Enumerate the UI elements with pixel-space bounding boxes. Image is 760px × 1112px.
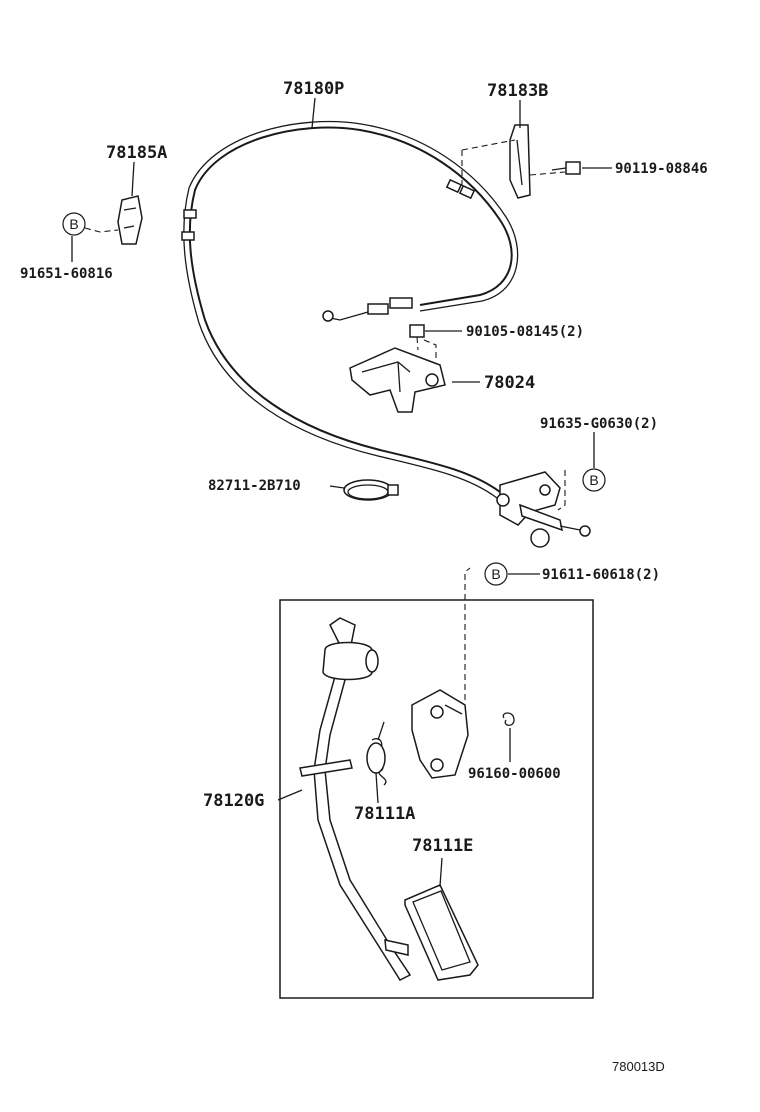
marker-b-pedal: B <box>484 562 508 586</box>
marker-b-left: B <box>62 212 86 236</box>
label-78111E: 78111E <box>412 836 473 856</box>
label-91635-G0630: 91635-G0630(2) <box>540 416 658 432</box>
marker-b-right: B <box>582 468 606 492</box>
bolt-90105 <box>409 324 437 358</box>
leader-lines <box>71 97 612 887</box>
svg-text:B: B <box>589 472 598 488</box>
bolt-90119 <box>551 161 581 175</box>
diagram-code: 780013D <box>612 1059 665 1074</box>
label-78183B: 78183B <box>487 81 548 101</box>
bracket-78183B <box>461 124 566 199</box>
svg-text:B: B <box>491 566 500 582</box>
bracket-78024 <box>349 347 446 413</box>
pedal-pad-78111E <box>404 884 479 981</box>
svg-text:B: B <box>69 216 78 232</box>
label-78111A: 78111A <box>354 804 415 824</box>
label-91651-60816: 91651-60816 <box>20 266 113 282</box>
band-clamp-82711 <box>343 479 399 501</box>
label-78185A: 78185A <box>106 143 167 163</box>
pedal-bracket <box>411 567 471 779</box>
label-91611-60618: 91611-60618(2) <box>542 567 660 583</box>
label-78024: 78024 <box>484 373 535 393</box>
accelerator-cable <box>181 120 519 499</box>
e-ring-96160 <box>502 712 515 726</box>
label-90105-08145: 90105-08145(2) <box>466 324 584 340</box>
label-96160-00600: 96160-00600 <box>468 766 561 782</box>
pedal-arm-78120G <box>299 617 412 981</box>
label-82711-2B710: 82711-2B710 <box>208 478 301 494</box>
label-78120G: 78120G <box>203 791 264 811</box>
label-78180P: 78180P <box>283 79 344 99</box>
label-90119-08846: 90119-08846 <box>615 161 708 177</box>
throttle-bracket <box>496 470 591 548</box>
clip-78185A <box>84 195 143 245</box>
